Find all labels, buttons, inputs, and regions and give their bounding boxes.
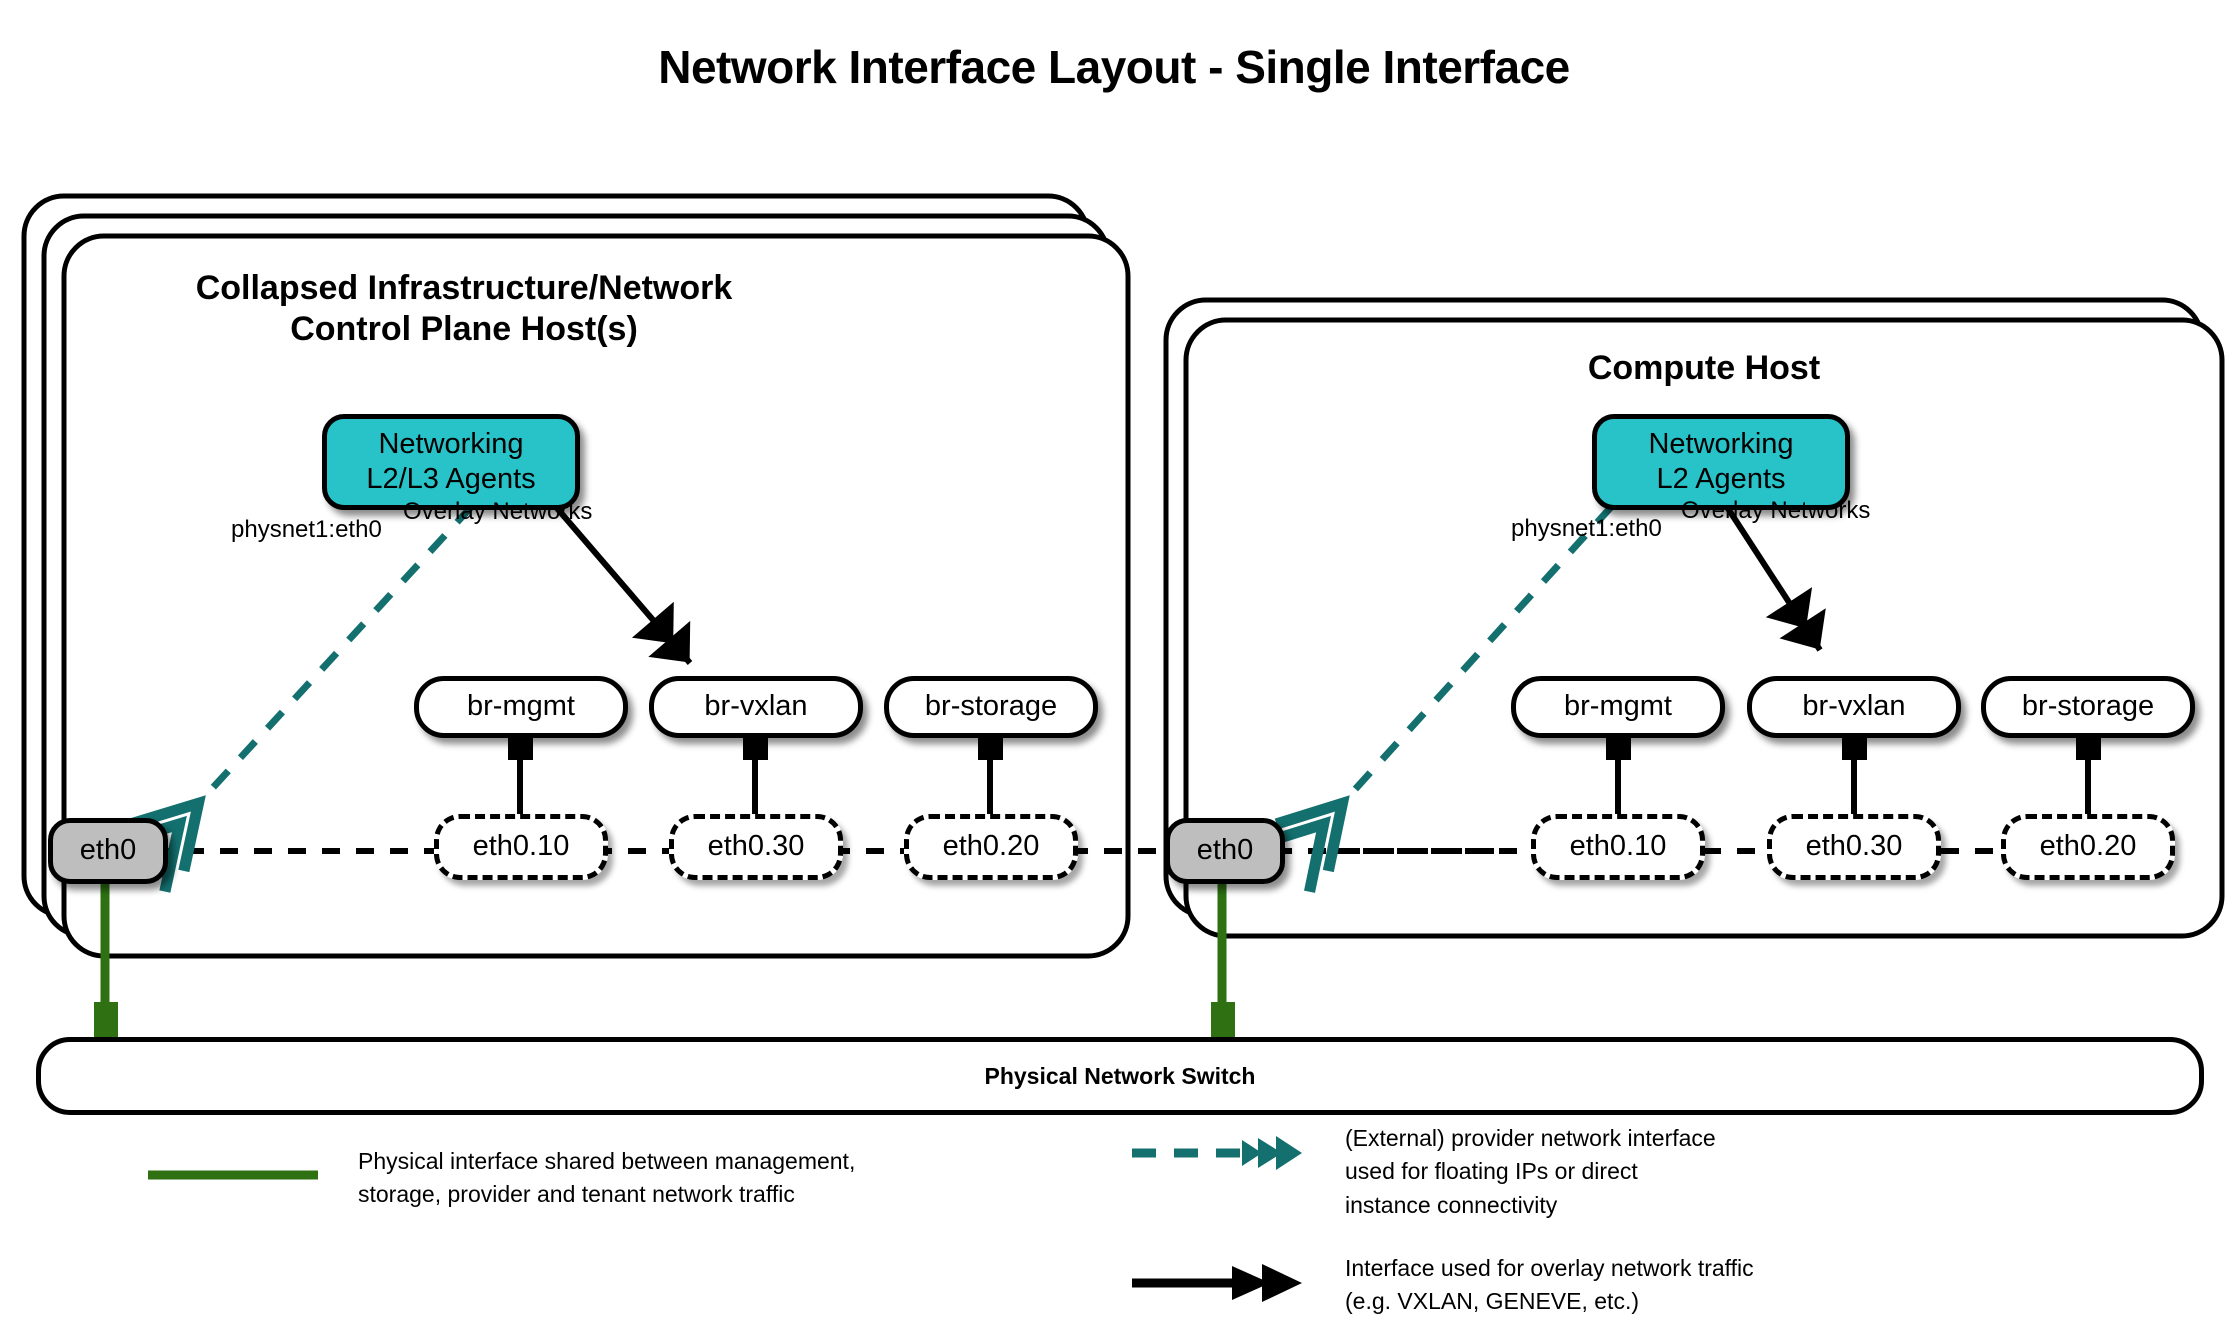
vlan-eth0-20-compute[interactable]: eth0.20 — [2001, 814, 2175, 880]
bridge-br-vxlan-label: br-vxlan — [704, 690, 808, 723]
provider-network-label-compute: physnet1:eth0 — [1511, 515, 1662, 542]
compute-host-stack — [1163, 297, 2225, 939]
networking-agents-line1: Networking — [378, 427, 524, 460]
vlan-eth0-10[interactable]: eth0.10 — [434, 814, 608, 880]
vlan-eth0-30-label: eth0.30 — [707, 830, 805, 863]
physical-interface-eth0-compute-label: eth0 — [1196, 834, 1254, 867]
vlan-eth0-30-compute-label: eth0.30 — [1805, 830, 1903, 863]
bridge-br-mgmt-compute[interactable]: br-mgmt — [1511, 676, 1725, 738]
networking-agents-line2: L2/L3 Agents — [366, 463, 536, 495]
bridge-br-storage[interactable]: br-storage — [884, 676, 1098, 738]
bridge-br-vxlan-compute[interactable]: br-vxlan — [1747, 676, 1961, 738]
networking-agents-compute-line2: L2 Agents — [1656, 463, 1786, 495]
overlay-networks-label-compute: Overlay Networks — [1681, 497, 1871, 524]
vlan-eth0-10-compute[interactable]: eth0.10 — [1531, 814, 1705, 880]
vlan-eth0-20[interactable]: eth0.20 — [904, 814, 1078, 880]
page-title: Network Interface Layout - Single Interf… — [658, 41, 1570, 93]
vlan-eth0-30-compute[interactable]: eth0.30 — [1767, 814, 1941, 880]
legend-item-overlay-network-text: Interface used for overlay network traff… — [1345, 1255, 1754, 1315]
legend-solid-black-arrow-icon — [1132, 1264, 1302, 1302]
physical-network-switch[interactable]: Physical Network Switch — [36, 1037, 2204, 1115]
physical-interface-eth0-control-plane[interactable]: eth0 — [48, 818, 168, 884]
compute-host-title: Compute Host — [1186, 348, 2222, 389]
control-plane-host-wiring — [94, 503, 1494, 1044]
physical-interface-eth0-compute[interactable]: eth0 — [1165, 818, 1285, 884]
compute-host-title-line1: Compute Host — [1587, 349, 1821, 387]
networking-agents-box[interactable]: Networking L2/L3 Agents — [322, 414, 580, 510]
bridge-br-storage-compute-label: br-storage — [2021, 690, 2155, 723]
vlan-eth0-20-label: eth0.20 — [942, 830, 1040, 863]
bridge-br-storage-compute[interactable]: br-storage — [1981, 676, 2195, 738]
legend-dashed-teal-arrow-icon — [1132, 1136, 1302, 1170]
vlan-eth0-20-compute-label: eth0.20 — [2039, 830, 2137, 863]
vlan-eth0-30[interactable]: eth0.30 — [669, 814, 843, 880]
legend-item-provider-network-text: (External) provider network interface us… — [1345, 1125, 1716, 1218]
vlan-eth0-10-label: eth0.10 — [472, 830, 570, 863]
bridge-br-vxlan-compute-label: br-vxlan — [1802, 690, 1906, 723]
control-plane-host-title-line1: Collapsed Infrastructure/Network — [195, 269, 733, 307]
networking-agents-box-compute[interactable]: Networking L2 Agents — [1592, 414, 1850, 510]
physical-interface-eth0-control-plane-label: eth0 — [79, 834, 137, 867]
control-plane-host: Collapsed Infrastructure/Network Control… — [64, 236, 1128, 956]
overlay-networks-label: Overlay Networks — [403, 498, 593, 525]
vlan-eth0-10-compute-label: eth0.10 — [1569, 830, 1667, 863]
physical-network-switch-label: Physical Network Switch — [984, 1062, 1256, 1089]
bridge-br-mgmt-compute-label: br-mgmt — [1564, 690, 1672, 723]
control-plane-host-title: Collapsed Infrastructure/Network Control… — [64, 268, 864, 350]
bridge-br-vxlan[interactable]: br-vxlan — [649, 676, 863, 738]
bridge-br-mgmt[interactable]: br-mgmt — [414, 676, 628, 738]
provider-network-label: physnet1:eth0 — [231, 516, 382, 543]
control-plane-host-title-line2: Control Plane Host(s) — [290, 309, 638, 348]
networking-agents-compute-line1: Networking — [1648, 427, 1794, 460]
bridge-br-storage-label: br-storage — [924, 690, 1058, 723]
bridge-br-mgmt-label: br-mgmt — [467, 690, 575, 723]
compute-host: Compute Host Networking L2 Agents physne… — [1186, 320, 2222, 936]
legend-item-physical-interface-text: Physical interface shared between manage… — [358, 1148, 856, 1208]
